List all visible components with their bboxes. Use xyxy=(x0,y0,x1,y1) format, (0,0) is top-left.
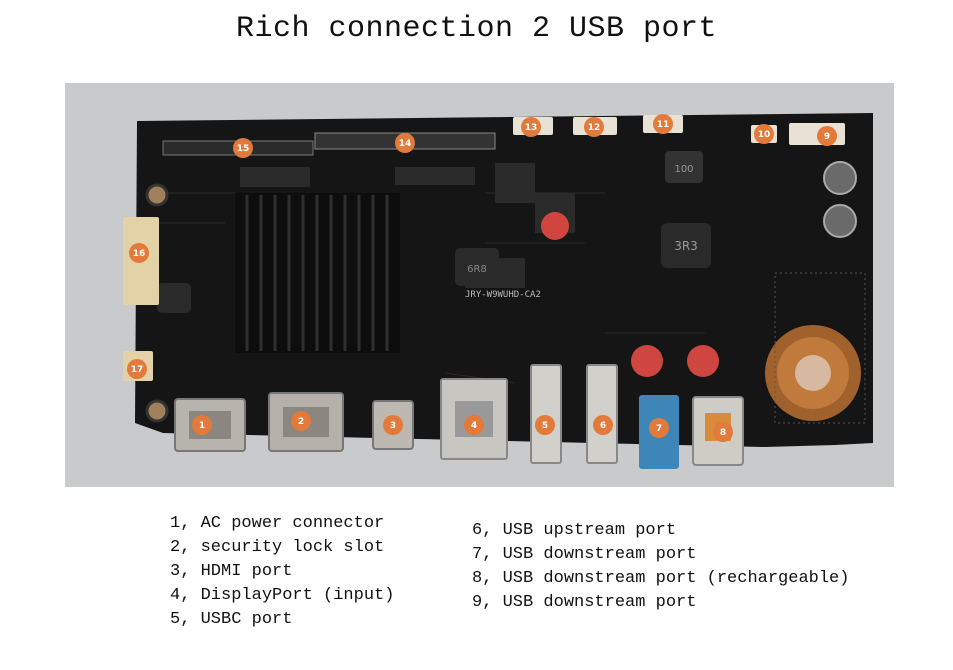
callout-7: 7 xyxy=(649,418,669,438)
callout-1: 1 xyxy=(192,415,212,435)
legend-item-6: 6, USB upstream port xyxy=(472,521,677,540)
inductor-3r3-label: 3R3 xyxy=(674,239,698,253)
svg-text:8: 8 xyxy=(720,428,726,438)
callout-13: 13 xyxy=(521,117,541,137)
svg-text:4: 4 xyxy=(471,421,477,431)
legend-item-5: 5, USBC port xyxy=(170,610,293,629)
legend-item-9: 9, USB downstream port xyxy=(472,593,697,612)
callout-12: 12 xyxy=(584,117,604,137)
callout-5: 5 xyxy=(535,415,555,435)
svg-text:10: 10 xyxy=(758,130,771,140)
svg-text:3: 3 xyxy=(390,421,396,431)
inductor-100-label: 100 xyxy=(674,164,693,175)
legend-item-3: 3, HDMI port xyxy=(170,562,293,581)
callout-6: 6 xyxy=(593,415,613,435)
callouts: 1 2 3 4 5 6 7 8 9 10 11 12 13 14 15 16 1… xyxy=(127,114,837,442)
callout-2: 2 xyxy=(291,411,311,431)
svg-text:7: 7 xyxy=(656,424,662,434)
callout-10: 10 xyxy=(754,124,774,144)
legend-item-8: 8, USB downstream port (rechargeable) xyxy=(472,569,850,588)
svg-text:6: 6 xyxy=(600,421,606,431)
capacitor-red-right xyxy=(687,345,719,377)
inductor-6r8-label: 6R8 xyxy=(467,264,487,275)
callout-15: 15 xyxy=(233,138,253,158)
callout-16: 16 xyxy=(129,243,149,263)
svg-text:5: 5 xyxy=(542,421,548,431)
callout-8: 8 xyxy=(713,422,733,442)
legend-left: 1, AC power connector 2, security lock s… xyxy=(170,512,394,632)
usb-upstream-port-6 xyxy=(586,364,618,464)
callout-17: 17 xyxy=(127,359,147,379)
legend-item-1: 1, AC power connector xyxy=(170,514,385,533)
svg-text:15: 15 xyxy=(237,144,250,154)
vent-holes xyxy=(774,272,866,424)
legend-right: 6, USB upstream port 7, USB downstream p… xyxy=(472,519,849,615)
svg-text:17: 17 xyxy=(131,365,144,375)
capacitor-red-left xyxy=(631,345,663,377)
capacitor-silver-1 xyxy=(823,161,857,195)
svg-text:12: 12 xyxy=(588,123,601,133)
heatsink-fins xyxy=(245,195,389,351)
callout-3: 3 xyxy=(383,415,403,435)
inductor-3r3 xyxy=(661,223,711,268)
inductor-100 xyxy=(665,151,703,183)
svg-text:2: 2 xyxy=(298,417,304,427)
callout-11: 11 xyxy=(653,114,673,134)
inductor-left xyxy=(157,283,191,313)
svg-text:14: 14 xyxy=(399,139,412,149)
svg-text:9: 9 xyxy=(824,132,830,142)
svg-text:16: 16 xyxy=(133,249,146,259)
board-model-silkscreen: JRY-W9WUHD-CA2 xyxy=(465,290,541,300)
circuit-board-illustration: 100 3R3 6R8 JRY-W9WUHD-CA2 xyxy=(123,113,873,469)
inductor-6r8 xyxy=(455,248,499,286)
legend-item-4: 4, DisplayPort (input) xyxy=(170,586,395,605)
svg-text:1: 1 xyxy=(199,421,205,431)
board-photo: 100 3R3 6R8 JRY-W9WUHD-CA2 xyxy=(65,83,894,487)
callout-4: 4 xyxy=(464,415,484,435)
page-title: Rich connection 2 USB port xyxy=(235,12,718,46)
capacitor-red-top xyxy=(541,212,569,240)
legend-item-2: 2, security lock slot xyxy=(170,538,385,557)
callout-14: 14 xyxy=(395,133,415,153)
svg-text:13: 13 xyxy=(525,123,538,133)
legend-item-7: 7, USB downstream port xyxy=(472,545,697,564)
usbc-port-5 xyxy=(530,364,562,464)
callout-9: 9 xyxy=(817,126,837,146)
svg-text:11: 11 xyxy=(657,120,670,130)
capacitor-silver-2 xyxy=(823,204,857,238)
